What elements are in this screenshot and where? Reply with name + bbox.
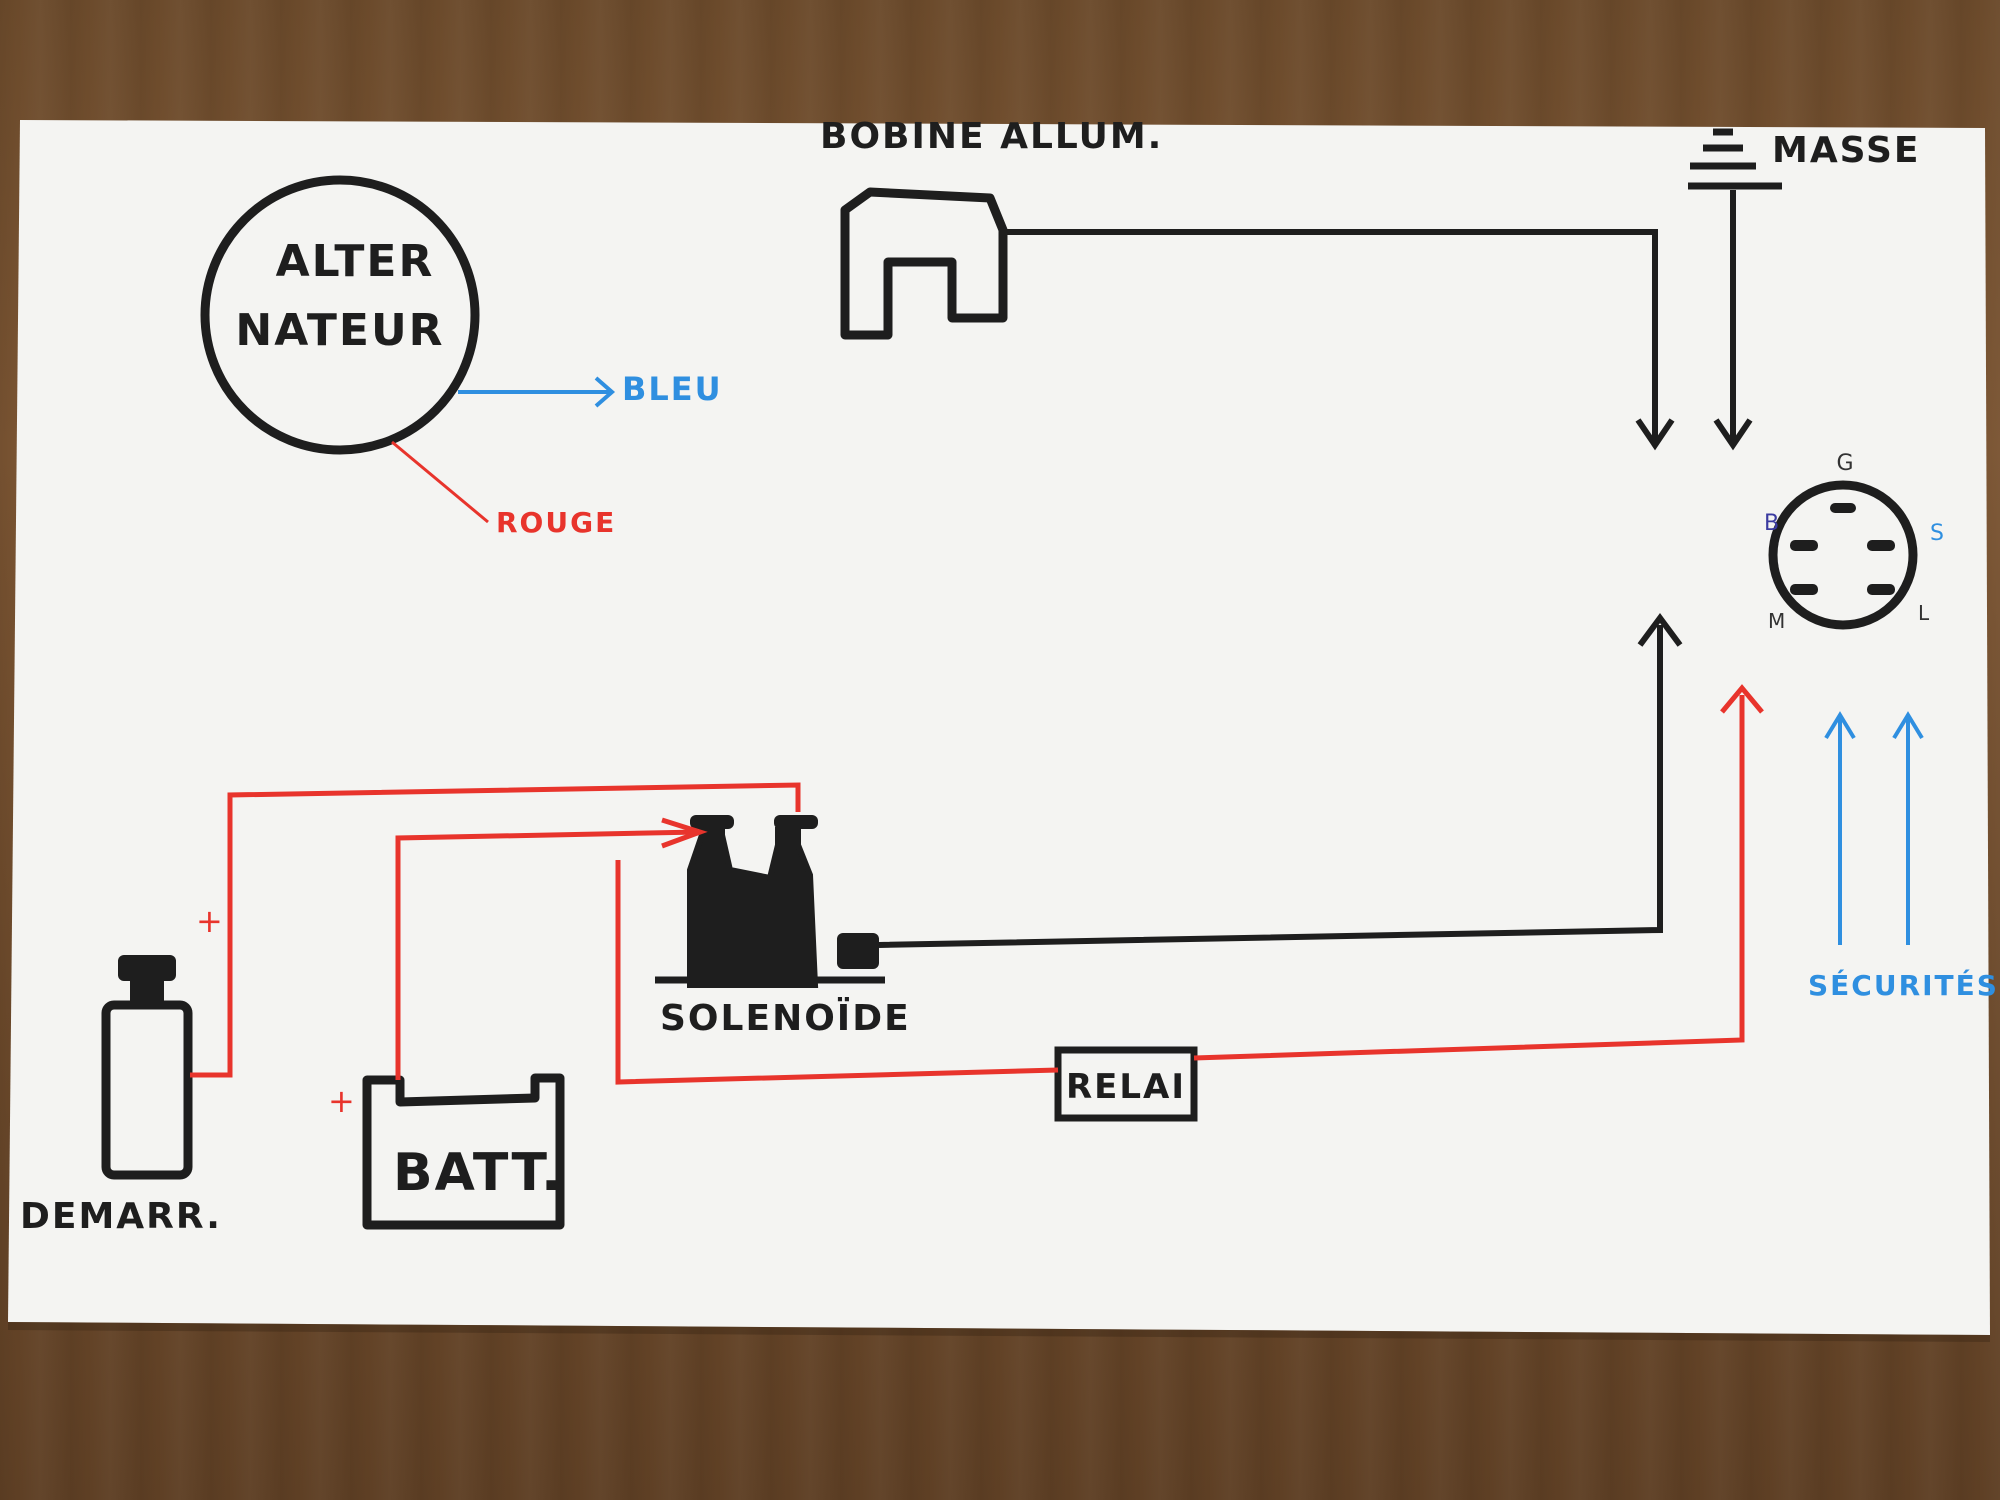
starter-wire (190, 782, 801, 1078)
blue-wire-arrowhead (594, 376, 616, 408)
red-wire (391, 440, 489, 524)
solenoid-small-terminal (837, 933, 879, 969)
red-wire-label: ROUGE (496, 506, 616, 539)
switch-pin-m (1790, 584, 1818, 595)
switch-pin-b (1790, 540, 1818, 551)
alternator-label-line2: NATEUR (235, 305, 444, 356)
battery-symbol (362, 1073, 565, 1230)
switch-pin-l (1867, 584, 1895, 595)
starter-label: DEMARR. (20, 1196, 222, 1237)
battery-wire-arrowhead (661, 817, 708, 849)
solenoid-terminal-right (774, 815, 818, 829)
coil-wire-arrowhead (1635, 418, 1675, 451)
solenoid-terminal-left (690, 815, 734, 829)
relay-wire-arrowhead (1720, 684, 1764, 714)
relay-wire-switch (1193, 695, 1745, 1061)
solenoid-wire (878, 625, 1663, 948)
battery-wire (395, 829, 701, 1080)
coil-wire (1003, 229, 1658, 440)
relay-box (1054, 1046, 1198, 1122)
solenoid-wire-arrowhead (1637, 612, 1683, 647)
alternator-circle (200, 175, 480, 455)
safety-wire-2-arrowhead (1892, 711, 1924, 740)
paper-shadow (8, 1322, 1990, 1342)
coil-symbol (840, 187, 1008, 340)
switch-pin-label-l: L (1918, 601, 1930, 625)
switch-pin-label-m: M (1768, 609, 1785, 633)
coil-label: BOBINE ALLUM. (820, 116, 1163, 157)
safeties-label: SÉCURITÉS (1808, 968, 1999, 1002)
alternator-label-line1: ALTER (276, 236, 435, 287)
relay-label: RELAI (1066, 1067, 1186, 1107)
relay-wire-solenoid (615, 860, 1059, 1085)
ground-label: MASSE (1772, 130, 1921, 171)
switch-pin-label-b: B (1764, 511, 1779, 536)
blue-wire-label: BLEU (622, 370, 723, 408)
switch-pin-label-s: S (1930, 521, 1944, 546)
battery-label: BATT. (393, 1143, 563, 1203)
paper-sheet (8, 120, 1990, 1335)
safety-wire-1-arrowhead (1824, 711, 1856, 740)
ignition-switch (1768, 480, 1918, 630)
starter-knob (118, 955, 176, 981)
switch-pin-g (1830, 503, 1856, 513)
switch-pin-s (1867, 540, 1895, 551)
ground-wire-arrowhead (1713, 418, 1753, 451)
battery-plus-sign: + (328, 1082, 355, 1120)
switch-pin-label-g: G (1836, 451, 1853, 476)
starter-plus-sign: + (196, 902, 223, 940)
solenoid-label: SOLENOÏDE (660, 997, 911, 1039)
